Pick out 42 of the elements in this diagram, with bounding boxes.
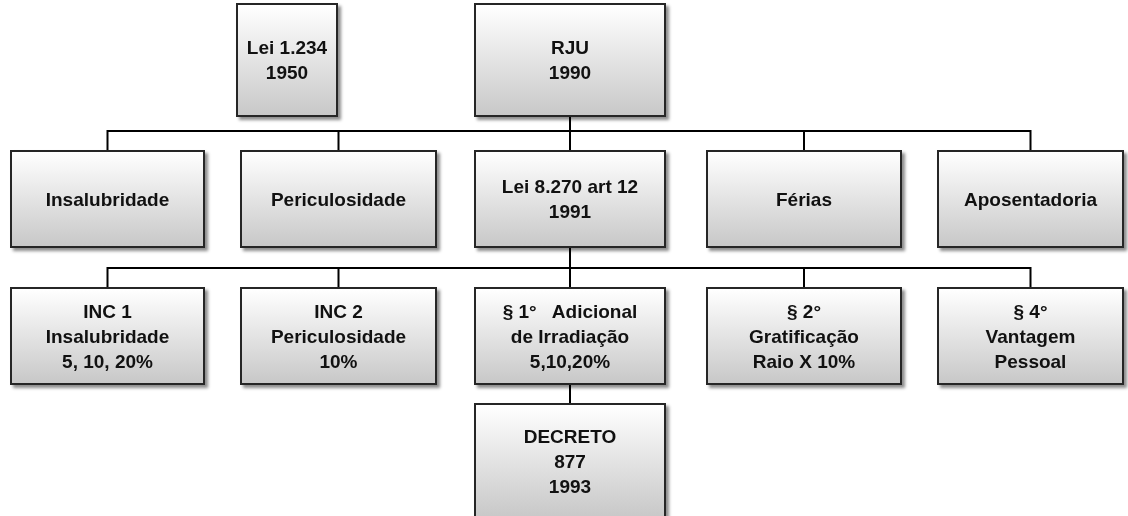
- connector-line: [569, 384, 571, 404]
- process-box: [474, 150, 666, 248]
- box-label: 1991: [548, 200, 592, 224]
- box-label: 1950: [265, 61, 309, 85]
- box-label: Lei 8.270 art 12: [501, 175, 639, 199]
- process-box: [236, 3, 338, 117]
- process-box: [474, 287, 666, 385]
- process-box: [706, 287, 902, 385]
- box-label: RJU: [551, 36, 589, 60]
- box-label: Pessoal: [994, 349, 1067, 374]
- box-label: Periculosidade: [270, 187, 407, 212]
- box-label: Periculosidade: [270, 324, 407, 349]
- box-label: 5, 10, 20%: [62, 349, 153, 374]
- box-label: Insalubridade: [45, 324, 170, 349]
- process-box: [10, 150, 205, 248]
- box-label: Gratificação: [749, 324, 859, 349]
- process-box: [937, 287, 1124, 385]
- box-label: Insalubridade: [45, 187, 170, 212]
- box-label: § 4°: [1013, 299, 1048, 324]
- box-label: INC 2: [314, 299, 363, 324]
- box-label: INC 1: [83, 299, 132, 324]
- process-box: [240, 287, 437, 385]
- box-label: 877: [554, 449, 586, 474]
- box-label: 10%: [319, 349, 358, 374]
- box-label: § 2°: [787, 299, 821, 324]
- box-label: Férias: [776, 187, 832, 212]
- process-box: [10, 287, 205, 385]
- box-label: DECRETO: [523, 424, 617, 449]
- box-label: 1990: [548, 61, 592, 85]
- process-box: [474, 403, 666, 516]
- box-label: 5,10,20%: [529, 349, 611, 374]
- box-label: Lei 1.234: [246, 36, 328, 60]
- box-label: Aposentadoria: [964, 187, 1097, 212]
- process-box: [240, 150, 437, 248]
- box-label: Vantagem: [985, 324, 1076, 349]
- process-box: [474, 3, 666, 117]
- box-label: de Irradiação: [510, 324, 630, 349]
- process-box: [937, 150, 1124, 248]
- box-label: § 1° Adicional: [502, 299, 638, 324]
- box-label: 1993: [548, 474, 592, 499]
- box-label: Raio X 10%: [752, 349, 856, 374]
- process-box: [706, 150, 902, 248]
